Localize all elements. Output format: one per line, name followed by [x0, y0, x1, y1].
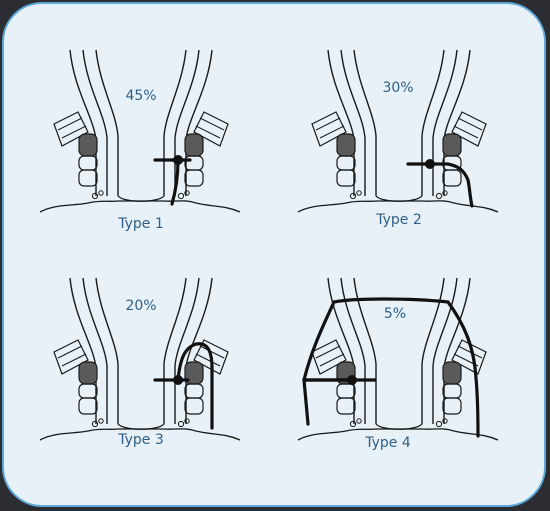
label-type-1: Type 1	[117, 216, 164, 232]
panel-type-4: 5% Type 4	[297, 277, 499, 451]
panel-type-3: 20% Type 3	[39, 277, 241, 448]
label-type-4: Type 4	[364, 435, 411, 451]
fistula-tract-type-4	[302, 297, 480, 438]
panel-type-1: 45% Type 1	[39, 49, 241, 232]
panel-type-2: 30% Type 2	[297, 49, 499, 228]
label-type-2: Type 2	[375, 212, 422, 228]
percent-type-2: 30%	[382, 80, 413, 96]
percent-type-1: 45%	[125, 88, 156, 104]
label-type-3: Type 3	[117, 432, 164, 448]
fistula-tract-type-2	[406, 162, 474, 208]
percent-type-3: 20%	[125, 298, 156, 314]
percent-type-4: 5%	[384, 306, 406, 322]
